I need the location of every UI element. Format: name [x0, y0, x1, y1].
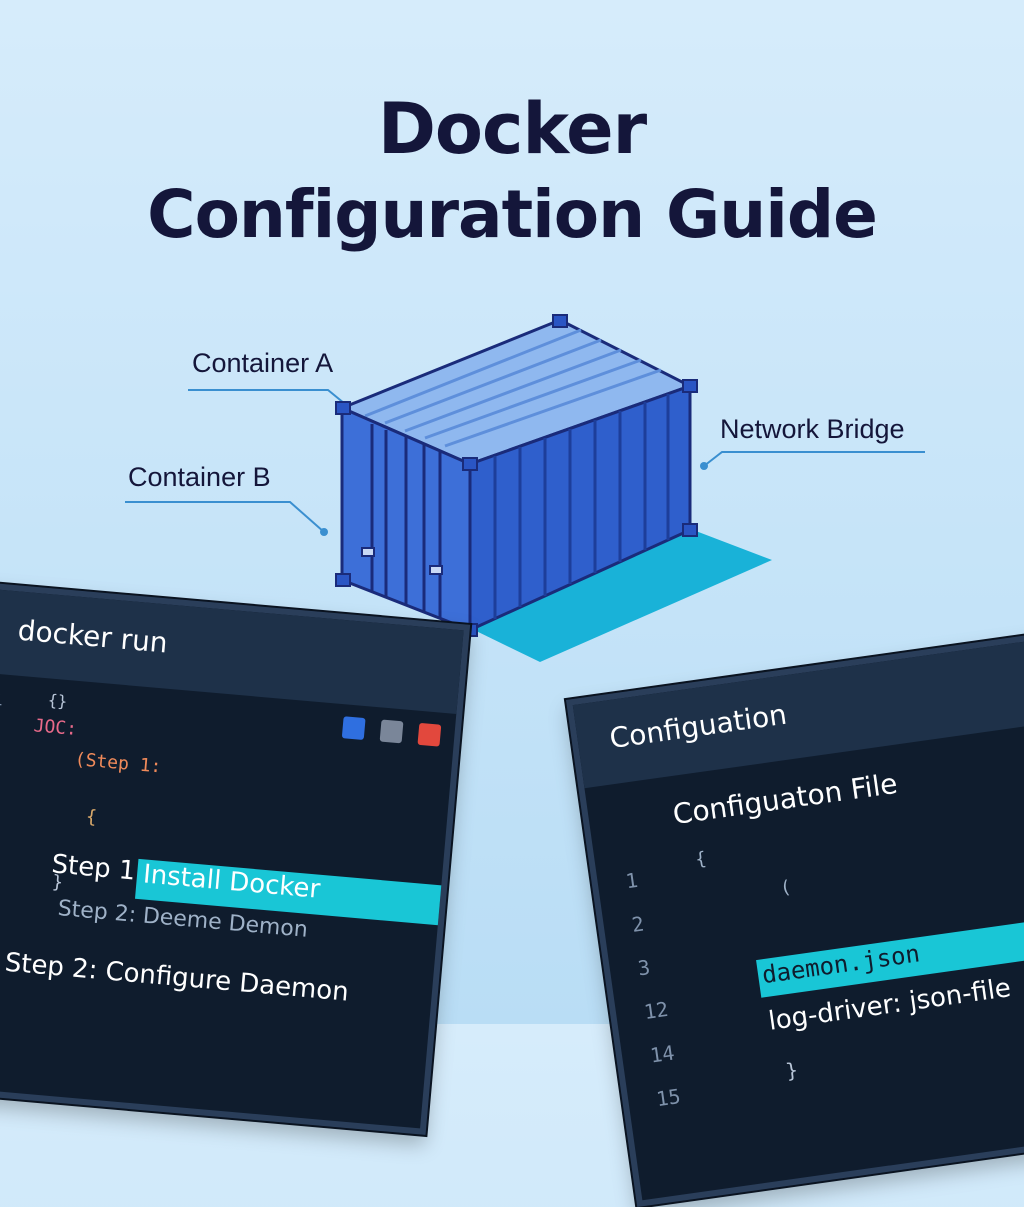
page-title-line-1: Docker — [377, 88, 647, 170]
code-line-1: {} — [47, 690, 69, 712]
config-code-line-3: } — [784, 1057, 800, 1083]
docker-run-window: docker run 19 86 51 08 21 04 {} JOC: (St… — [0, 582, 471, 1135]
step-2-configure-daemon: Step 2: Configure Daemon — [3, 947, 350, 1008]
shipping-container-illustration — [335, 314, 772, 662]
callout-container-b: Container B — [128, 462, 271, 492]
step-1-prefix: Step 1 — [50, 849, 137, 887]
door-handle-right — [429, 565, 443, 575]
code-line-2: JOC: — [32, 715, 78, 740]
callout-container-a: Container A — [192, 348, 334, 378]
container-shadow — [470, 528, 772, 662]
door-handle-left — [361, 547, 375, 557]
config-file-heading: Configuaton File — [670, 766, 900, 832]
code-line-3: (Step 1: — [73, 748, 163, 778]
config-code-line-2: ( — [778, 876, 793, 899]
code-line-4: { — [85, 806, 98, 829]
window-control-red[interactable] — [417, 722, 442, 747]
window-control-gray[interactable] — [379, 719, 404, 744]
window-control-blue[interactable] — [341, 716, 366, 741]
callout-network-bridge: Network Bridge — [720, 414, 905, 444]
config-code-line-1: { — [694, 848, 708, 871]
page-title-line-2: Configuration Guide — [147, 176, 878, 253]
